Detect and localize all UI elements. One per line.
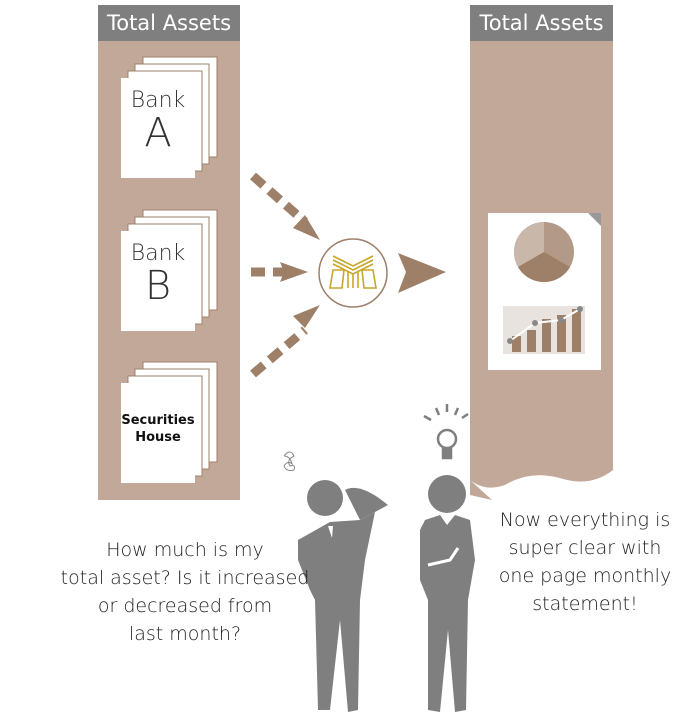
big-arrow-right [398, 253, 446, 293]
doc-label-bank-a: Bank A [121, 88, 195, 153]
doc-label-securities: Securities House [117, 412, 199, 446]
happy-caption: Now everything is super clear with one p… [480, 506, 690, 618]
caption-line: total asset? Is it increased [60, 567, 310, 589]
arrowhead-middle [280, 262, 308, 282]
doc-label-line2: B [144, 263, 172, 309]
doc-label-line1: Securities [121, 413, 195, 428]
doc-label-bank-b: Bank B [121, 241, 195, 306]
doc-label-line1: Bank [130, 241, 186, 266]
dashed-arrow-top [250, 172, 308, 226]
speech-tail [470, 480, 492, 500]
confusion-scribble-icon [283, 451, 295, 471]
bank-logo [318, 238, 388, 308]
caption-line: super clear with [508, 537, 662, 559]
caption-line: statement! [532, 593, 638, 615]
doc-label-line1: Bank [130, 88, 186, 113]
doc-label-line2: A [144, 110, 172, 156]
arrowhead-top [293, 215, 320, 240]
caption-line: last month? [128, 623, 242, 645]
lightbulb-icon [423, 404, 469, 460]
caption-line: one page monthly [498, 565, 672, 587]
doc-stack-bank-b [121, 209, 218, 331]
right-panel-title: Total Assets [470, 5, 613, 41]
happy-person-icon [420, 475, 475, 712]
doc-stack-securities [121, 361, 218, 483]
doc-label-line2: House [135, 430, 181, 445]
dashed-arrow-bottom [250, 326, 308, 378]
doc-stack-bank-a [121, 56, 218, 178]
caption-line: or decreased from [97, 595, 273, 617]
caption-line: Now everything is [499, 509, 671, 531]
confused-person-icon [298, 480, 388, 712]
confused-caption: How much is my total asset? Is it increa… [50, 536, 320, 648]
caption-line: How much is my [106, 539, 264, 561]
monthly-statement-icon [488, 213, 601, 370]
left-panel-title: Total Assets [98, 5, 240, 41]
arrowhead-bottom [293, 305, 320, 328]
